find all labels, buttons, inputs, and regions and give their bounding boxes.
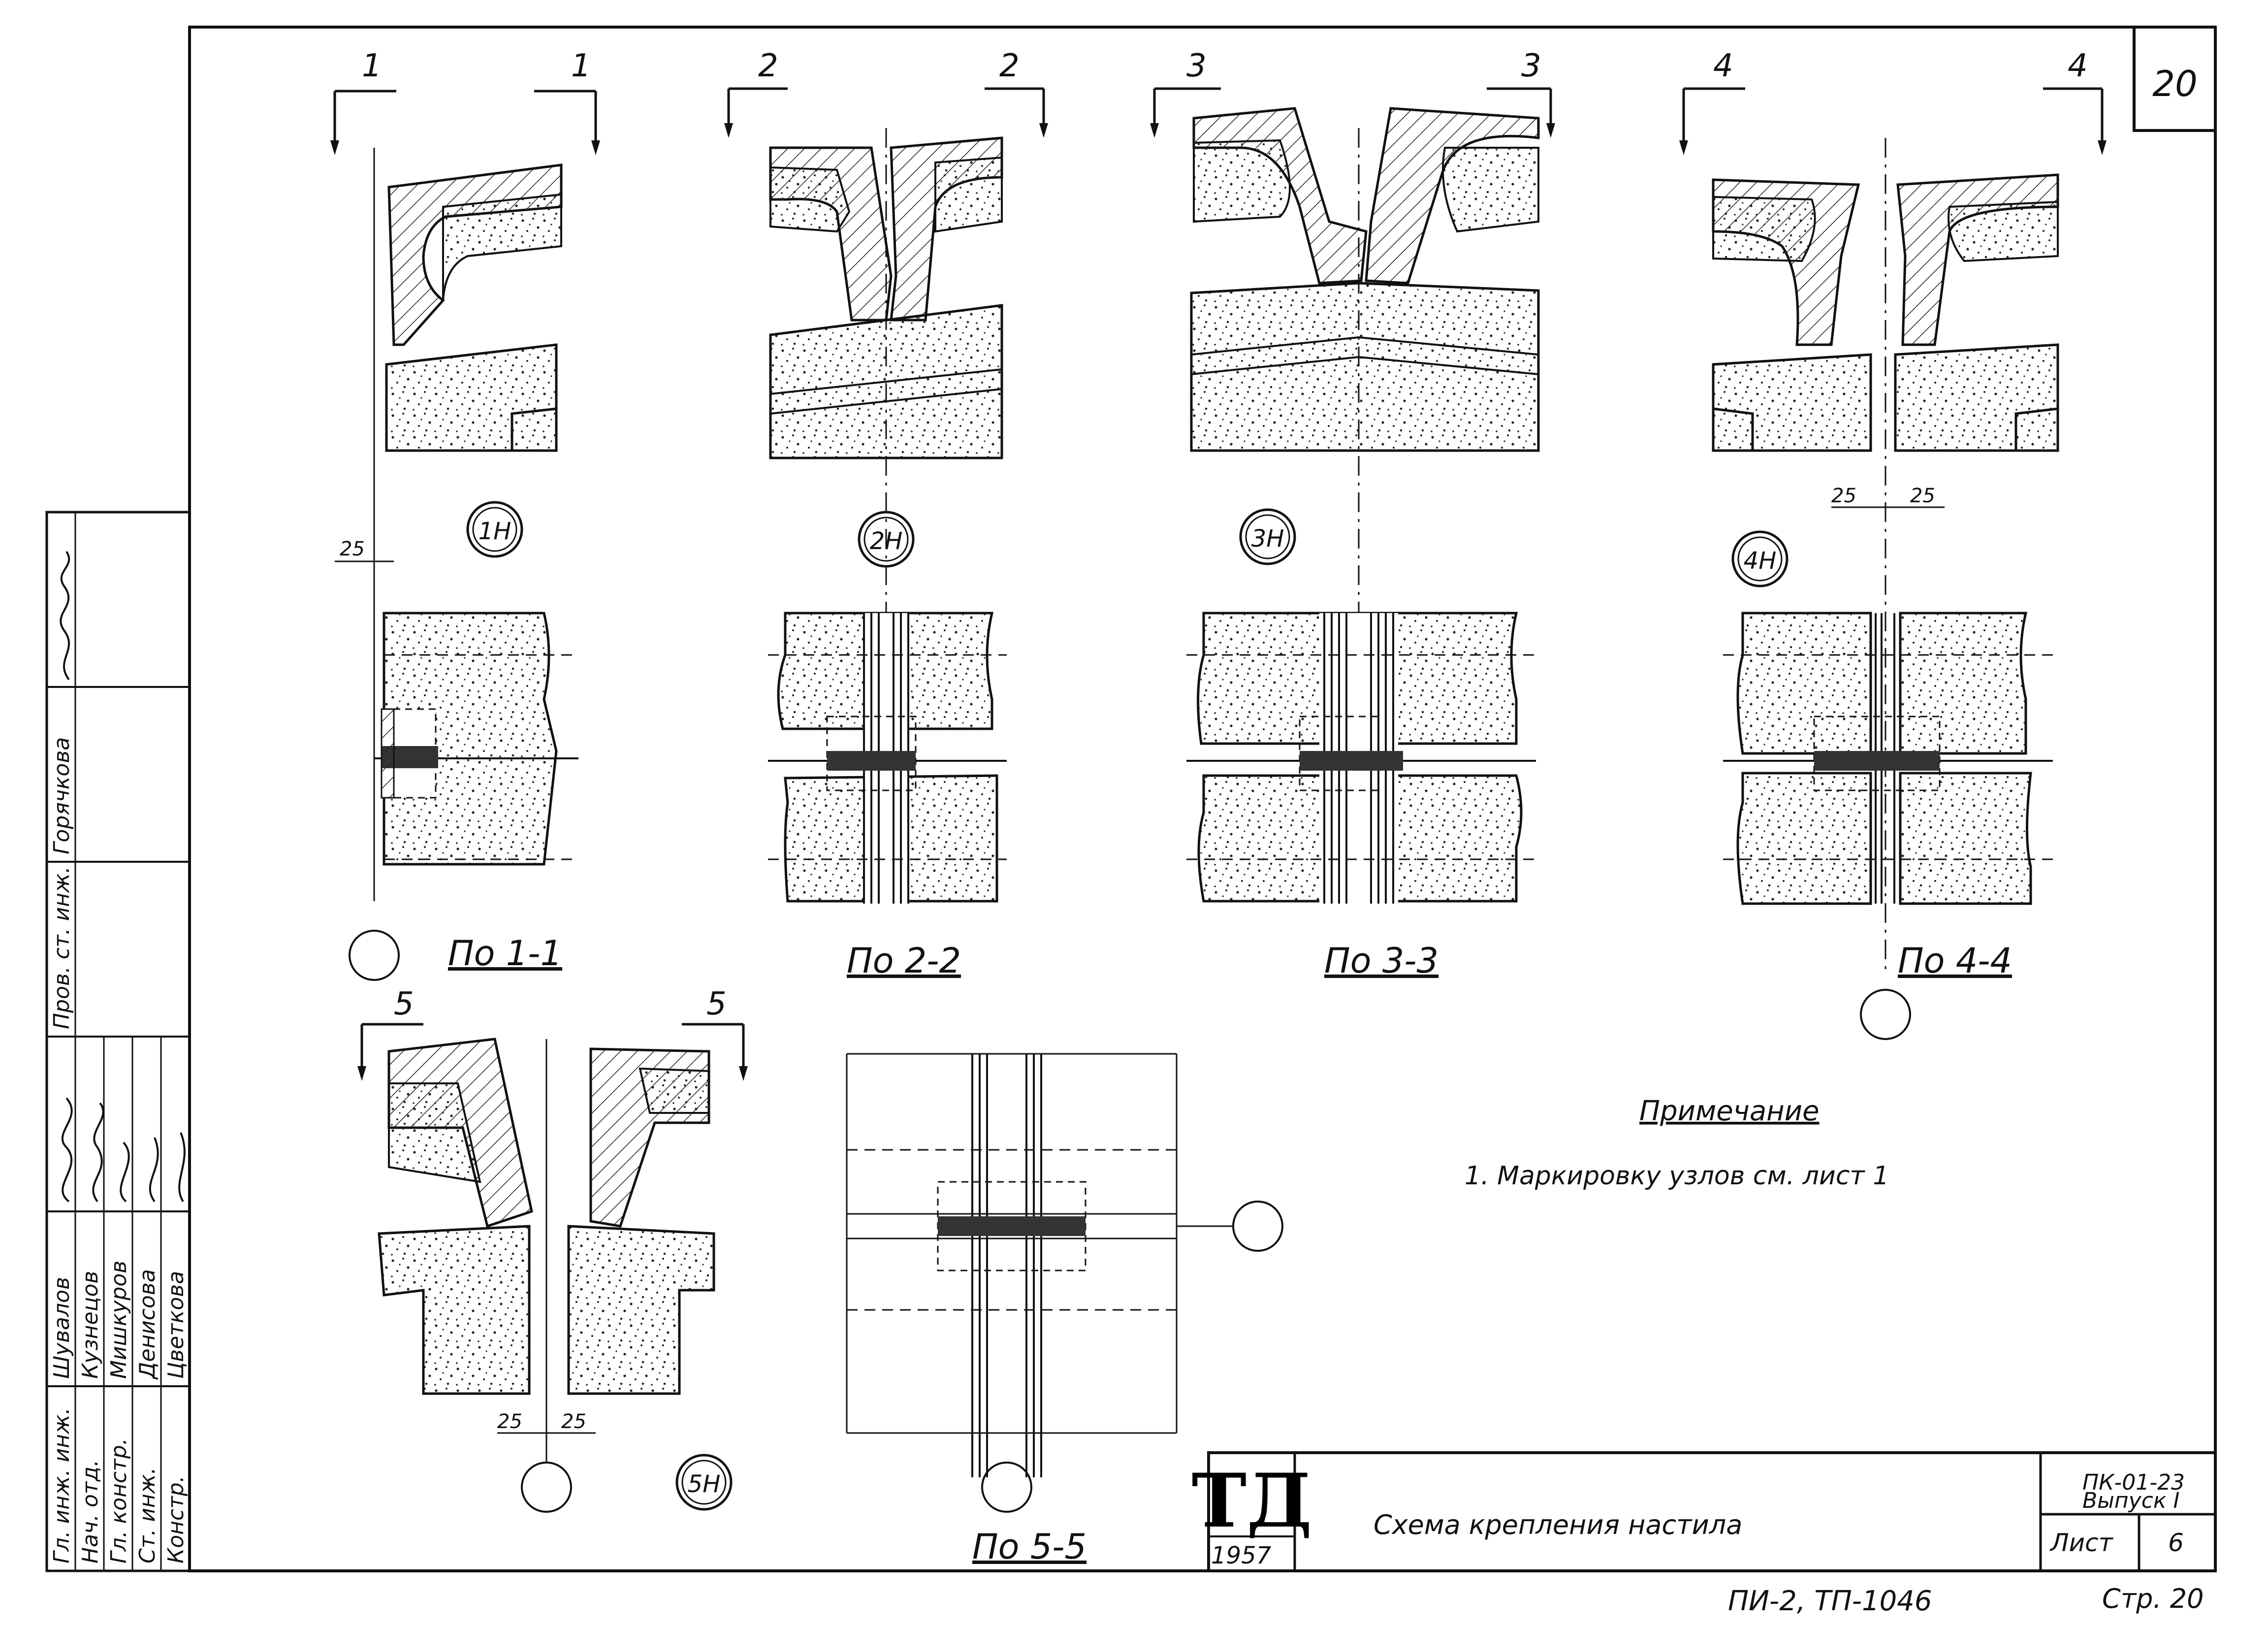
role-1: Гл. инж. инж.: [49, 1407, 74, 1563]
plan-label: По 5-5: [972, 1527, 1086, 1567]
sheet-value: 6: [2168, 1529, 2184, 1557]
section-2: 2 2 2Н: [724, 48, 1048, 981]
cut-mark-right: 4: [2068, 48, 2088, 84]
name-2: Кузнецов: [78, 1271, 103, 1379]
drawing-title: Схема крепления настила: [1374, 1509, 1742, 1540]
check-role: Пров. ст. инж.: [49, 866, 74, 1029]
section-elevation: [1190, 107, 1540, 901]
role-2: Нач. отд.: [78, 1460, 103, 1563]
cut-mark-right: 5: [706, 986, 727, 1022]
node-tag: 5Н: [675, 1454, 733, 1511]
series-code: ПК-01-23: [2082, 1470, 2185, 1495]
year: 1957: [1211, 1542, 1272, 1569]
section-1: 1 1 1Н 25 По 1-1: [330, 48, 600, 981]
name-3: Мишкуров: [106, 1261, 131, 1379]
sheet-frame: [47, 26, 2217, 1572]
section-cut-marks: 3 3: [1150, 48, 1555, 138]
plan-label: По 1-1: [448, 933, 562, 974]
section-elevation: [373, 148, 563, 901]
section-elevation: [1712, 138, 2059, 970]
dimension-value: 25: [340, 538, 365, 560]
plan-view: По 3-3: [1186, 612, 1536, 981]
section-elevation: [769, 128, 1003, 886]
signature-block: Гл. инж. инж. Нач. отд. Гл. констр. Ст. …: [45, 511, 191, 1572]
node-tag: 4Н: [1731, 530, 1789, 587]
sheet-number-box: 20: [2133, 26, 2217, 132]
plan-label: По 3-3: [1324, 941, 1438, 981]
node-tag: 3Н: [1239, 508, 1296, 565]
dimension: 25 25: [497, 1410, 596, 1434]
page-number: Стр. 20: [2102, 1583, 2204, 1614]
cut-mark-left: 2: [758, 48, 778, 84]
plan-label: По 4-4: [1898, 941, 2012, 981]
plan-view: По 1-1: [349, 612, 578, 981]
section-5: 5 5 25 25 5Н: [357, 986, 1283, 1567]
node-tag: 2Н: [858, 511, 915, 568]
node-label: 1Н: [479, 518, 511, 545]
section-3: 3 3 3Н: [1150, 48, 1555, 981]
dimension: 25: [335, 538, 394, 562]
dimension-value: 25: [497, 1410, 522, 1433]
cut-mark-left: 1: [362, 48, 382, 84]
cut-mark-right: 1: [571, 48, 591, 84]
node-label: 3Н: [1251, 525, 1284, 553]
name-4: Денисова: [135, 1269, 160, 1380]
sheet-number: 20: [2152, 63, 2198, 104]
cut-mark-left: 4: [1713, 48, 1733, 84]
section-cut-marks: 1 1: [330, 48, 600, 155]
role-5: Констр.: [163, 1475, 189, 1563]
plan-view: По 5-5: [846, 1053, 1283, 1567]
role-3: Гл. констр.: [106, 1438, 131, 1563]
check-name: Горячкова: [49, 737, 74, 854]
cut-mark-left: 5: [394, 986, 414, 1022]
name-5: Цветкова: [163, 1271, 189, 1379]
issue: Выпуск I: [2082, 1488, 2179, 1513]
cut-mark-right: 2: [999, 48, 1020, 84]
name-1: Шувалов: [49, 1277, 74, 1379]
node-label: 2Н: [870, 527, 903, 555]
logo: ТД: [1192, 1458, 1312, 1544]
cut-mark-left: 3: [1186, 48, 1207, 84]
plan-label: По 2-2: [847, 941, 961, 981]
dimension: 25 25: [1831, 485, 1945, 508]
cut-mark-right: 3: [1521, 48, 1541, 84]
plan-view: По 2-2: [768, 612, 1007, 981]
sheet-label: Лист: [2049, 1529, 2114, 1557]
section-cut-marks: 5 5: [357, 986, 748, 1081]
section-cut-marks: 2 2: [724, 48, 1048, 138]
note-heading: Примечание: [1639, 1095, 1820, 1127]
dimension-value: 25: [1910, 485, 1935, 507]
signature-scribble: [60, 551, 70, 681]
dimension-value: 25: [1831, 485, 1856, 507]
plan-view: По 4-4: [1723, 612, 2053, 1040]
note-text: 1. Маркировку узлов см. лист 1: [1465, 1161, 1889, 1191]
node-label: 5Н: [688, 1470, 721, 1498]
role-4: Ст. инж.: [135, 1467, 160, 1563]
section-cut-marks: 4 4: [1679, 48, 2107, 155]
section-4: 4 4 25 25 4Н: [1679, 48, 2107, 1040]
footer-reference: ПИ-2, ТП-1046: [1728, 1585, 1932, 1617]
signature-scribble: [62, 1097, 186, 1203]
note-block: Примечание 1. Маркировку узлов см. лист …: [1465, 1095, 1889, 1191]
node-label: 4Н: [1744, 547, 1777, 575]
dimension-value: 25: [561, 1410, 586, 1433]
node-callout-circle: [521, 1462, 572, 1513]
node-tag: 1Н: [466, 501, 523, 558]
title-block: ТД 1957 Схема крепления настила ПК-01-23…: [1192, 1451, 2217, 1572]
section-elevation: [378, 1038, 715, 1463]
